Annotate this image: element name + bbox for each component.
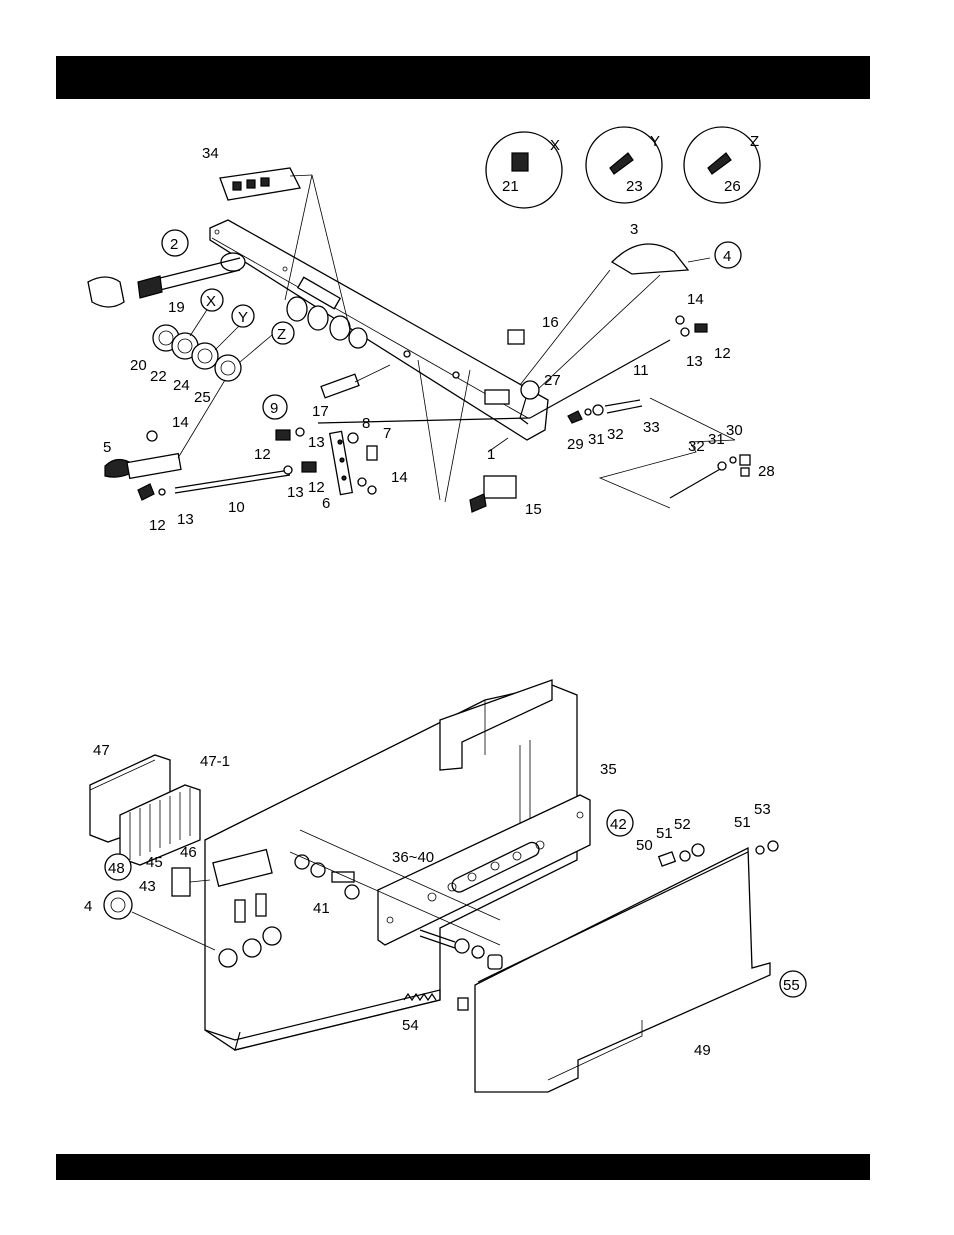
label-10: 10 [228,499,245,516]
label-54: 54 [402,1017,419,1034]
label-29: 29 [567,436,584,453]
label-47-1: 47-1 [200,753,230,770]
label-14a: 14 [687,291,704,308]
label-21: 21 [502,178,519,195]
label-12d: 12 [149,517,166,534]
label-30: 30 [726,422,743,439]
label-49: 49 [694,1042,711,1059]
label-12a: 12 [714,345,731,362]
label-16: 16 [542,314,559,331]
label-52: 52 [674,816,691,833]
label-24: 24 [173,377,190,394]
label-13d: 13 [177,511,194,528]
label-51b: 51 [734,814,751,831]
control-panel-assembly [88,127,760,512]
label-51a: 51 [656,825,673,842]
label-35: 35 [600,761,617,778]
label-28: 28 [758,463,775,480]
label-42: 42 [610,816,627,833]
label-12c: 12 [308,479,325,496]
control-panel-plate [210,220,548,440]
label-x: X [206,293,216,310]
top-callout-labels: 34 2 19 3 4 X Y Z 20 22 24 25 X Y Z 21 2… [103,133,775,534]
label-45: 45 [146,854,163,871]
label-48: 48 [108,860,125,877]
label-25: 25 [194,389,211,406]
label-14c: 14 [391,469,408,486]
label-8: 8 [362,415,370,432]
label-z: Z [277,326,286,343]
label-34: 34 [202,145,219,162]
label-26: 26 [724,178,741,195]
label-36-40: 36~40 [392,849,434,866]
terminal-panel-assembly [90,680,778,1092]
label-13b: 13 [308,434,325,451]
label-19: 19 [168,299,185,316]
label-7: 7 [383,425,391,442]
label-46: 46 [180,844,197,861]
label-43: 43 [139,878,156,895]
label-1: 1 [487,446,495,463]
label-33: 33 [643,419,660,436]
label-20: 20 [130,357,147,374]
label-4-bottom: 4 [84,898,92,915]
label-27: 27 [544,372,561,389]
label-23: 23 [626,178,643,195]
label-4: 4 [723,248,731,265]
label-2: 2 [170,236,178,253]
label-50: 50 [636,837,653,854]
label-detail-y: Y [650,133,660,150]
label-13c: 13 [287,484,304,501]
label-y: Y [238,309,248,326]
label-32b: 32 [688,438,705,455]
label-41: 41 [313,900,330,917]
label-3: 3 [630,221,638,238]
label-32a: 32 [607,426,624,443]
label-31b: 31 [708,431,725,448]
label-17: 17 [312,403,329,420]
label-13a: 13 [686,353,703,370]
label-31a: 31 [588,431,605,448]
label-5: 5 [103,439,111,456]
label-55: 55 [783,977,800,994]
label-11: 11 [633,362,649,379]
label-53: 53 [754,801,771,818]
label-detail-x: X [550,137,560,154]
label-6: 6 [322,495,330,512]
label-detail-z: Z [750,133,759,150]
label-15: 15 [525,501,542,518]
label-14b: 14 [172,414,189,431]
label-22: 22 [150,368,167,385]
label-9: 9 [270,400,278,417]
label-12b: 12 [254,446,271,463]
label-47: 47 [93,742,110,759]
